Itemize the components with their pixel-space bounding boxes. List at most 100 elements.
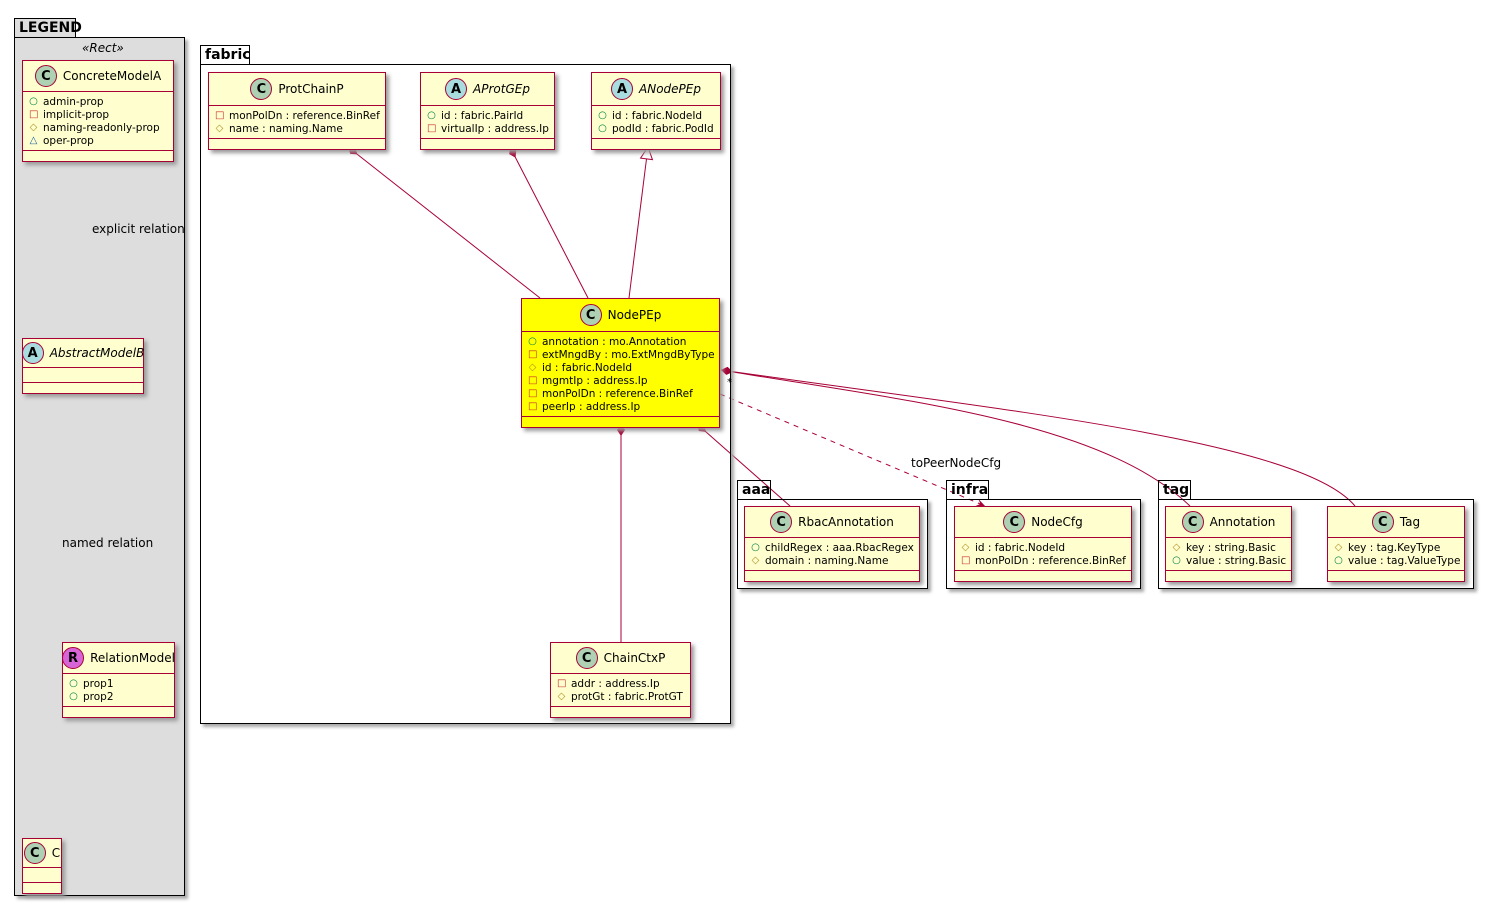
class-name: NodeCfg (1031, 515, 1083, 529)
attribute-text: mgmtIp : address.Ip (542, 374, 648, 387)
class-header: C ChainCtxP (551, 643, 690, 674)
class-name: ConcreteModelA (62, 69, 162, 83)
attribute-text: name : naming.Name (229, 122, 343, 135)
class-attribute: ○ podId : fabric.PodId (598, 122, 714, 135)
private-square-icon: □ (961, 555, 971, 566)
attribute-text: annotation : mo.Annotation (542, 335, 687, 348)
attribute-text: key : string.Basic (1186, 541, 1276, 554)
class-attributes: ○ id : fabric.PairId□virtualIp : address.… (421, 106, 554, 139)
class-methods (745, 571, 919, 581)
class-attribute: □implicit-prop (29, 108, 167, 121)
class-methods (209, 139, 385, 149)
edge-label-to-peer-node-cfg: toPeerNodeCfg (911, 456, 1002, 470)
attribute-text: podId : fabric.PodId (612, 122, 714, 135)
class-attributes: ○id : fabric.NodeId○ podId : fabric.PodId (592, 106, 720, 139)
class-attribute: ○value : tag.ValueType (1334, 554, 1460, 567)
attribute-text: oper-prop (43, 134, 94, 147)
attribute-text: prop2 (83, 690, 114, 703)
class-name: ChainCtxP (603, 651, 666, 665)
attribute-text: monPolDn : reference.BinRef (975, 554, 1126, 567)
class-header: C ConcreteModelA (23, 61, 173, 92)
class-attribute: ◇domain : naming.Name (751, 554, 913, 567)
edge-nodepep-tag (720, 366, 1356, 507)
package-infra-tab: infra (946, 480, 989, 499)
class-attribute: □addr : address.Ip (557, 677, 684, 690)
class-attributes: ○childRegex : aaa.RbacRegex◇domain : nam… (745, 538, 919, 571)
class-attribute: ◇id : fabric.NodeId (528, 361, 713, 374)
class-header: A ANodePEp (592, 73, 720, 106)
private-square-icon: □ (528, 349, 538, 360)
legend-stereotype: «Rect» (82, 41, 124, 55)
public-circle-icon: ○ (69, 691, 78, 702)
attribute-text: virtualIp : address.Ip (441, 122, 549, 135)
class-name: ANodePEp (639, 82, 701, 96)
attribute-text: domain : naming.Name (765, 554, 889, 567)
class-name: AProtGEp (473, 82, 530, 96)
class-attribute: ○value : string.Basic (1172, 554, 1286, 567)
class-attribute: ○id : fabric.NodeId (598, 109, 714, 122)
class-name: ProtChainP (278, 82, 344, 96)
class-icon: C (1003, 511, 1026, 533)
class-attribute: ◇id : fabric.NodeId (961, 541, 1125, 554)
class-name: Annotation (1209, 515, 1276, 529)
protected-diamond-icon: ◇ (1334, 542, 1343, 553)
class-attribute: □virtualIp : address.Ip (427, 122, 549, 135)
class-icon: C (575, 647, 598, 669)
class-attributes: ◇key : tag.KeyType○value : tag.ValueType (1328, 538, 1464, 571)
class-attributes: ◇key : string.Basic○value : string.Basic (1166, 538, 1291, 571)
class-name: AbstractModelB (49, 346, 145, 360)
edge-protchainp-nodepep (347, 146, 541, 299)
class-attributes: ○annotation : mo.Annotation□extMngdBy : … (522, 332, 719, 417)
public-circle-icon: ○ (69, 678, 78, 689)
attribute-text: childRegex : aaa.RbacRegex (765, 541, 914, 554)
edge-multiplicity: * (727, 377, 732, 388)
public-circle-icon: ○ (1172, 555, 1181, 566)
package-infra (946, 499, 1141, 589)
class-attribute: ◇key : string.Basic (1172, 541, 1285, 554)
attribute-text: monPolDn : reference.BinRef (229, 109, 380, 122)
attribute-text: admin-prop (43, 95, 104, 108)
class-NodeCfg[interactable]: C NodeCfg ◇id : fabric.NodeId□ monPolDn : r… (954, 506, 1132, 582)
edge-nodepep-annotation (720, 367, 1191, 507)
edge-aprotgep-nodepep (509, 146, 589, 299)
attribute-text: id : fabric.PairId (441, 109, 524, 122)
protected-diamond-icon: ◇ (215, 123, 224, 134)
public-circle-icon: ○ (598, 123, 607, 134)
package-fabric-tab: fabric (200, 45, 251, 64)
class-methods (421, 139, 554, 149)
protected-diamond-icon: ◇ (29, 122, 38, 133)
abstract-class-icon: A (611, 78, 634, 100)
package-aaa-tab: aaa (737, 480, 771, 499)
attribute-text: addr : address.Ip (571, 677, 660, 690)
class-attributes (23, 868, 61, 883)
public-circle-icon: ○ (427, 110, 436, 121)
class-ANodePEp[interactable]: A ANodePEp ○id : fabric.NodeId○ podId : fab… (591, 72, 721, 150)
class-methods (23, 883, 61, 893)
class-name: RelationModel (90, 651, 175, 665)
edge-nodepep-rbacannotation (696, 423, 791, 507)
class-attributes (23, 368, 143, 383)
private-square-icon: □ (215, 110, 225, 121)
class-attribute: □extMngdBy : mo.ExtMngdByType (528, 348, 715, 361)
class-icon: C (34, 65, 57, 87)
edge-label-explicit-relation: explicit relation (92, 222, 185, 236)
package-triangle-icon: △ (29, 135, 38, 146)
class-methods (1166, 571, 1291, 581)
package-tag (1158, 499, 1474, 589)
